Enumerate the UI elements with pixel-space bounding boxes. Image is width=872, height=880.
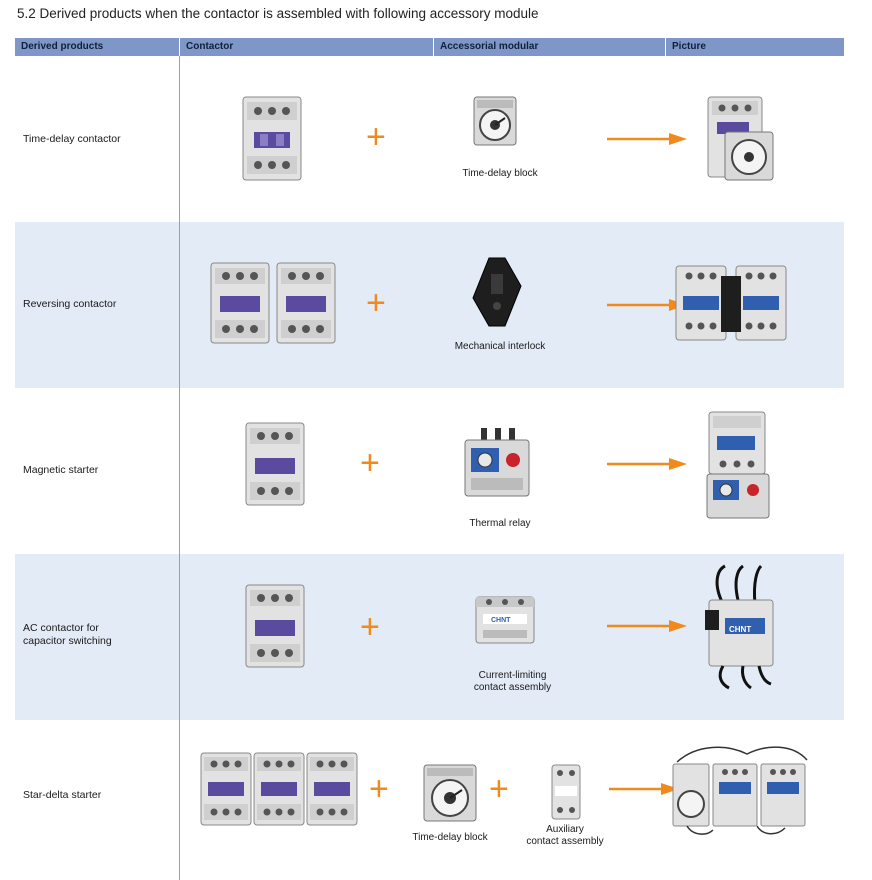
- header-divider: [665, 38, 666, 56]
- label-line: AC contactor for: [23, 622, 99, 634]
- contactor-image: [245, 584, 305, 668]
- capacitor-switching-contactor-picture: [705, 564, 774, 690]
- table-header: Derived products Contactor Accessorial m…: [15, 38, 844, 56]
- derived-product-label: Magnetic starter: [23, 464, 98, 477]
- contactor-image: [276, 262, 336, 344]
- header-divider: [433, 38, 434, 56]
- thermal-relay-image: [464, 428, 530, 497]
- plus-sign: +: [489, 770, 509, 808]
- result-arrow: [607, 133, 687, 145]
- contactor-image: [245, 422, 305, 506]
- current-limiting-contact-assembly-image: [475, 596, 535, 644]
- header-divider: [179, 38, 180, 56]
- time-delay-block-image: [423, 764, 477, 822]
- accessory-caption: Mechanical interlock: [454, 341, 546, 352]
- plus-sign: +: [369, 770, 389, 808]
- time-delay-block-image: [473, 96, 517, 146]
- column-header-accessorial-modular: Accessorial modular: [440, 41, 539, 52]
- plus-sign: +: [360, 444, 380, 482]
- derived-product-label: Time-delay contactor: [23, 133, 121, 146]
- contactor-image: [253, 752, 305, 826]
- accessory-caption: Thermal relay: [469, 518, 531, 529]
- table-row: Reversing contactor + Mechanical interlo…: [15, 222, 844, 388]
- time-delay-contactor-picture: [707, 96, 774, 181]
- derived-product-label: Reversing contactor: [23, 298, 116, 311]
- result-arrow: [607, 620, 687, 632]
- label-line: Time-delay contactor: [23, 133, 121, 145]
- accessory-caption: Current-limiting contact assembly: [473, 670, 552, 693]
- contactor-image: [200, 752, 252, 826]
- label-line: Star-delta starter: [23, 789, 102, 801]
- label-line: Magnetic starter: [23, 464, 99, 476]
- brand-label: CHNT: [729, 625, 752, 634]
- result-arrow: [607, 458, 687, 470]
- column-header-derived-products: Derived products: [21, 41, 104, 52]
- derived-product-label: Star-delta starter: [23, 789, 101, 802]
- contactor-image: [210, 262, 270, 344]
- label-line: Reversing contactor: [23, 298, 117, 310]
- plus-sign: +: [366, 118, 386, 156]
- contactor-image: [242, 96, 302, 181]
- magnetic-starter-picture: [706, 411, 770, 519]
- auxiliary-contact-assembly-image: [551, 764, 581, 820]
- label-line: capacitor switching: [23, 635, 112, 647]
- contactor-image: [306, 752, 358, 826]
- table-row: Magnetic starter + Thermal relay: [15, 388, 844, 554]
- mechanical-interlock-image: [472, 257, 522, 327]
- star-delta-starter-picture: [672, 746, 808, 835]
- accessory-caption: Auxiliary contact assembly: [526, 824, 604, 847]
- reversing-contactor-picture: [675, 265, 787, 341]
- table-row: AC contactor for capacitor switching + C…: [15, 554, 844, 720]
- table-row: Star-delta starter + + Time-d: [15, 720, 844, 880]
- plus-sign: +: [360, 608, 380, 646]
- brand-label: CHNT: [491, 617, 511, 624]
- table-row: Time-delay contactor + Time-delay block: [15, 56, 844, 222]
- derived-product-label: AC contactor for capacitor switching: [23, 622, 112, 648]
- accessory-caption: Time-delay block: [412, 832, 488, 843]
- plus-sign: +: [366, 284, 386, 322]
- result-arrow: [609, 783, 679, 795]
- column-header-contactor: Contactor: [186, 41, 234, 52]
- accessory-caption: Time-delay block: [462, 168, 538, 179]
- section-heading: 5.2 Derived products when the contactor …: [17, 6, 539, 21]
- column-header-picture: Picture: [672, 41, 706, 52]
- column-divider: [179, 56, 180, 880]
